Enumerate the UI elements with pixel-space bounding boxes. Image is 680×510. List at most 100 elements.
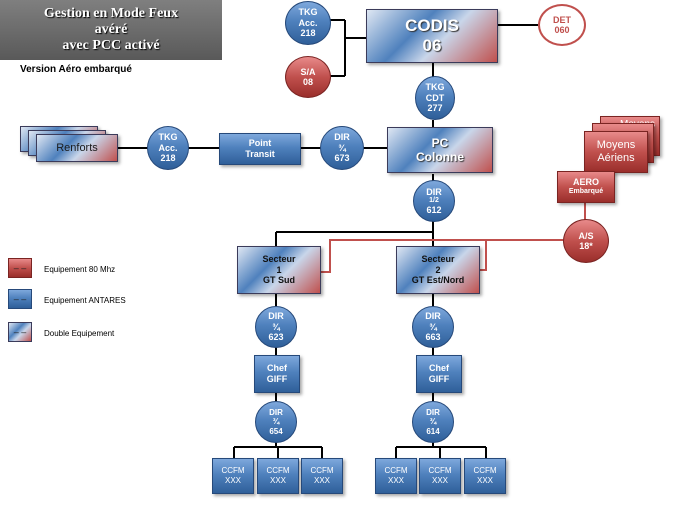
node-label: CDT — [425, 92, 445, 103]
node-label: XXX — [476, 476, 493, 485]
node-label: GIFF — [428, 374, 450, 384]
node-tkg-acc-top: TKG Acc. 218 — [285, 1, 331, 45]
node-label: 654 — [269, 426, 283, 436]
node-label: 614 — [426, 426, 440, 436]
node-renforts-stack: Renforts — [20, 126, 120, 166]
node-label: DET — [553, 14, 571, 25]
node-label: DIR — [334, 132, 350, 143]
node-label: ¾ — [429, 417, 437, 427]
node-sa: S/A 08 — [285, 56, 331, 98]
title-line-3: avec PCC activé — [62, 38, 160, 53]
node-label: Point — [248, 138, 272, 149]
node-label: Chef — [429, 363, 449, 374]
node-label: AERO — [572, 177, 599, 188]
node-tkg-cdt: TKG CDT 277 — [415, 76, 455, 120]
node-moyens-aeriens-stack: Moyens Moyens Aériens — [580, 112, 670, 182]
node-ccfm: CCFM XXX — [419, 458, 461, 494]
legend: – – Equipement 80 Mhz – – Equipement ANT… — [8, 258, 158, 350]
node-label: TKG — [425, 82, 445, 93]
node-label: A/S — [578, 230, 594, 241]
node-label: 218 — [160, 153, 176, 164]
node-ccfm: CCFM XXX — [212, 458, 254, 494]
node-label: 673 — [334, 153, 350, 164]
node-as: A/S 18* — [563, 219, 609, 263]
node-label: Chef — [267, 363, 287, 374]
node-dir-673: DIR ¾ 673 — [320, 126, 364, 170]
title-line-1: Gestion en Mode Feux — [43, 6, 179, 21]
node-ccfm: CCFM XXX — [257, 458, 299, 494]
node-label: GT Est/Nord — [411, 275, 465, 286]
legend-symbol: – – — [13, 327, 27, 337]
node-dir-612: DIR 1/2 612 — [413, 180, 455, 222]
node-ccfm: CCFM XXX — [464, 458, 506, 494]
diagram-title: Gestion en Mode Feux avéré avec PCC acti… — [0, 0, 222, 60]
node-ccfm: CCFM XXX — [301, 458, 343, 494]
node-det: DET 060 — [538, 4, 586, 46]
node-label: ¾ — [272, 417, 280, 427]
node-point-transit: Point Transit — [219, 133, 301, 165]
node-label: DIR — [425, 311, 441, 322]
diagram-subtitle: Version Aéro embarqué — [20, 64, 132, 75]
node-label: DIR — [426, 408, 440, 418]
legend-swatch-double: – – — [8, 322, 32, 342]
node-label: 1/2 — [429, 196, 439, 204]
legend-label-80mhz: Equipement 80 Mhz — [44, 265, 116, 274]
node-label: 1 — [276, 264, 282, 275]
node-label: 663 — [425, 332, 441, 343]
node-label: Secteur — [421, 253, 455, 264]
node-label: XXX — [431, 476, 448, 485]
node-pc-colonne: PC Colonne — [387, 127, 493, 173]
node-label: TKG — [298, 7, 318, 18]
node-label: 060 — [554, 25, 570, 35]
legend-symbol: – – — [13, 294, 27, 304]
node-label: PC — [431, 135, 449, 150]
node-label: CCFM — [221, 466, 245, 476]
node-label: Renforts — [56, 142, 98, 154]
node-label: ¾ — [272, 321, 280, 332]
node-dir-614: DIR ¾ 614 — [412, 401, 454, 443]
legend-symbol: – – — [13, 263, 27, 273]
node-tkg-acc-mid: TKG Acc. 218 — [147, 126, 189, 170]
node-label: Secteur — [262, 253, 296, 264]
node-label: 623 — [268, 332, 284, 343]
node-label: Acc. — [158, 142, 178, 153]
node-label: 2 — [435, 264, 441, 275]
node-label: Colonne — [416, 150, 464, 164]
node-secteur-1: Secteur 1 GT Sud — [237, 246, 321, 294]
title-line-2: avéré — [94, 22, 128, 37]
node-label: 08 — [302, 77, 313, 87]
node-label: 277 — [427, 103, 443, 114]
node-label: GIFF — [266, 374, 288, 384]
legend-swatch-80mhz: – – — [8, 258, 32, 278]
node-label: XXX — [224, 476, 241, 485]
node-label: TKG — [158, 132, 178, 143]
node-label: 06 — [422, 36, 442, 55]
node-label: Acc. — [298, 17, 318, 28]
moyens-card-front: Moyens Aériens — [584, 131, 648, 173]
node-label: CODIS — [405, 15, 459, 35]
node-codis: CODIS 06 — [366, 9, 498, 63]
node-label: CCFM — [266, 466, 290, 476]
node-label: Moyens — [596, 138, 636, 151]
node-label: 612 — [426, 205, 442, 216]
node-secteur-2: Secteur 2 GT Est/Nord — [396, 246, 480, 294]
renforts-card-front: Renforts — [36, 134, 118, 162]
node-label: GT Sud — [263, 275, 295, 286]
legend-swatch-antares: – – — [8, 289, 32, 309]
node-label: ¾ — [429, 321, 437, 332]
node-label: Embarqué — [568, 188, 604, 196]
node-label: CCFM — [384, 466, 408, 476]
node-label: Aériens — [597, 152, 635, 164]
node-aero-embarque: AERO Embarqué — [557, 171, 615, 203]
node-label: DIR — [268, 311, 284, 322]
node-label: XXX — [313, 476, 330, 485]
node-ccfm: CCFM XXX — [375, 458, 417, 494]
node-dir-654: DIR ¾ 654 — [255, 401, 297, 443]
node-label: Transit — [245, 149, 275, 159]
node-label: 18* — [579, 241, 593, 251]
node-label: CCFM — [473, 466, 497, 476]
node-label: DIR — [269, 408, 283, 418]
legend-label-antares: Equipement ANTARES — [44, 296, 126, 305]
node-label: 218 — [300, 28, 316, 39]
node-label: S/A — [300, 66, 316, 77]
